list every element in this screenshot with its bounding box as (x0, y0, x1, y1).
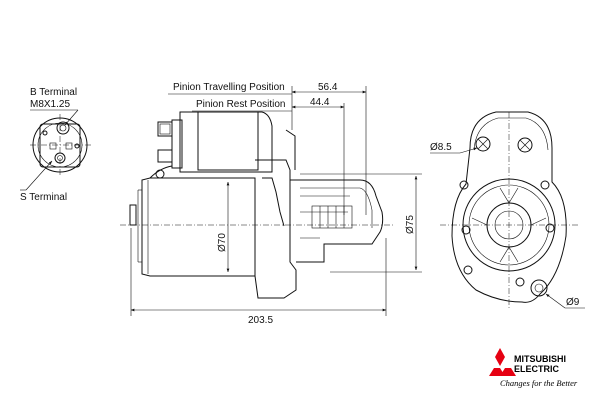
mitsubishi-logo (489, 348, 516, 376)
pinion-rest-label: Pinion Rest Position (196, 99, 286, 110)
overall-length-dimension: 203.5 (130, 228, 387, 326)
s-terminal-label: S Terminal (20, 192, 67, 203)
lower-hole-text: Ø9 (566, 297, 580, 308)
brand-tagline: Changes for the Better (500, 378, 578, 388)
overall-length-text: 203.5 (248, 315, 273, 326)
end-cap-bolt (129, 204, 137, 226)
terminal-end-view (30, 114, 92, 175)
motor-yoke (141, 177, 256, 277)
starter-side-view (120, 111, 395, 299)
travel-dimension: 56.4 (318, 82, 338, 93)
nose-housing (290, 179, 384, 263)
solenoid-coil (197, 111, 259, 171)
pinion-travelling-label: Pinion Travelling Position (173, 82, 285, 93)
solenoid (179, 111, 273, 173)
b-terminal-label: B Terminal (30, 87, 77, 98)
s-terminal-side (157, 149, 173, 163)
upper-mounting-hole (475, 136, 491, 152)
hole-callouts: Ø8.5 Ø9 (430, 142, 585, 309)
nose-diameter-dimension: Ø75 (300, 173, 422, 273)
lower-mounting-hole (530, 279, 548, 297)
upper-hole-text: Ø8.5 (430, 142, 452, 153)
pinion-dimensions: Pinion Travelling Position 56.4 Pinion R… (168, 82, 367, 215)
brand-name-line2: ELECTRIC (514, 364, 560, 374)
terminal-labels: B Terminal M8X1.25 S Terminal (20, 87, 79, 203)
b-terminal-stud (56, 121, 70, 135)
pinion (311, 205, 353, 229)
flange-front-view (440, 111, 578, 310)
body-diameter-text: Ø70 (217, 233, 228, 252)
rest-dimension: 44.4 (310, 97, 330, 108)
front-bracket (254, 159, 297, 299)
brand-name-line1: MITSUBISHI (514, 354, 566, 364)
mounting-flange (451, 111, 567, 303)
b-terminal-side (157, 121, 173, 137)
b-terminal-thread-label: M8X1.25 (30, 99, 70, 110)
body-diameter-dimension: Ø70 (217, 181, 230, 273)
nose-diameter-text: Ø75 (405, 215, 416, 234)
